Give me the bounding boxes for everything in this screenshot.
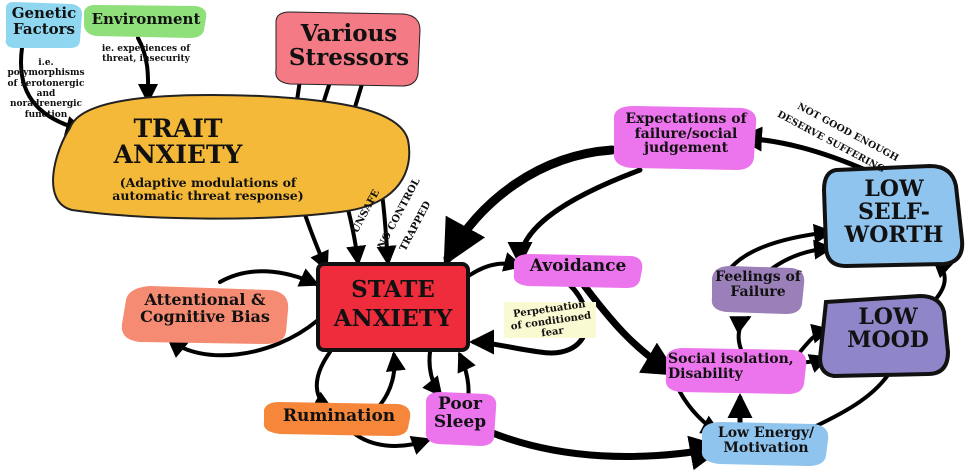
genetic-title: Genetic Factors	[11, 4, 77, 38]
arrow-expectations-to-avoidance	[507, 167, 643, 267]
low-mood-box	[817, 293, 951, 379]
trait-anxiety-blob	[52, 94, 411, 220]
environment-title: Environment	[91, 10, 201, 28]
arrow-avoidance-to-social	[576, 276, 679, 376]
expectations-title: Expectations of failure/social judgement	[625, 111, 747, 157]
arrow-energy-to-mood	[810, 370, 892, 430]
arrow-social-to-feelings	[729, 316, 752, 354]
low-self-worth-title: LOW SELF-WORTH	[844, 176, 944, 249]
social-isolation-bubble	[665, 348, 807, 394]
avoidance-bubble	[513, 254, 643, 288]
arrow-state-to-avoidance	[468, 252, 524, 277]
arrow-expectations-to-state	[443, 145, 617, 266]
avoidance-title: Avoidance	[529, 256, 627, 276]
stressors-title: Various Stressors	[288, 20, 410, 72]
low-self-worth-box	[821, 163, 965, 269]
arrow-sleep-to-state	[457, 351, 476, 400]
arrow-state-to-attentional	[166, 318, 320, 358]
low-energy-title: Low Energy/ Motivation	[717, 425, 815, 456]
poor-sleep-bubble	[425, 392, 497, 446]
rumination-bubble	[263, 402, 411, 436]
arrow-sleep-to-energy	[486, 428, 725, 471]
genetic-note: i.e. polymorphisms of serotonergic and n…	[7, 58, 85, 120]
arrow-state-to-rumination	[311, 350, 334, 410]
expectations-bubble	[613, 106, 757, 170]
state-anxiety-box	[316, 262, 470, 352]
rumination-title: Rumination	[282, 406, 396, 426]
attentional-title: Attentional & Cognitive Bias	[140, 290, 270, 326]
perpetuation-note	[504, 302, 596, 338]
arrow-environment-to-trait	[136, 36, 159, 104]
arrow-feelings-to-selfworth	[768, 239, 834, 272]
arrow-state-to-sleep	[422, 350, 443, 398]
trait-anxiety-title: TRAIT ANXIETY	[113, 114, 243, 170]
feelings-failure-title: Feelings of Failure	[715, 269, 801, 300]
state-anxiety-title: STATE ANXIETY	[333, 276, 453, 332]
low-energy-bubble	[701, 422, 829, 466]
arrow-attentional-to-state	[218, 268, 320, 287]
social-isolation-title: Social isolation, Disability	[668, 351, 794, 382]
stressors-bubble	[275, 11, 421, 87]
genetic-bubble	[5, 2, 83, 48]
arrow-rumination-to-state	[378, 351, 406, 407]
environment-note: ie. experiences of threat, insecurity	[101, 44, 191, 65]
feelings-failure-bubble	[711, 266, 805, 314]
environment-bubble	[84, 4, 207, 38]
poor-sleep-title: Poor Sleep	[433, 394, 487, 432]
trait-anxiety-subtitle: (Adaptive modulations of automatic threa…	[112, 175, 304, 204]
attentional-bubble	[121, 286, 289, 344]
low-mood-title: LOW MOOD	[847, 304, 929, 354]
